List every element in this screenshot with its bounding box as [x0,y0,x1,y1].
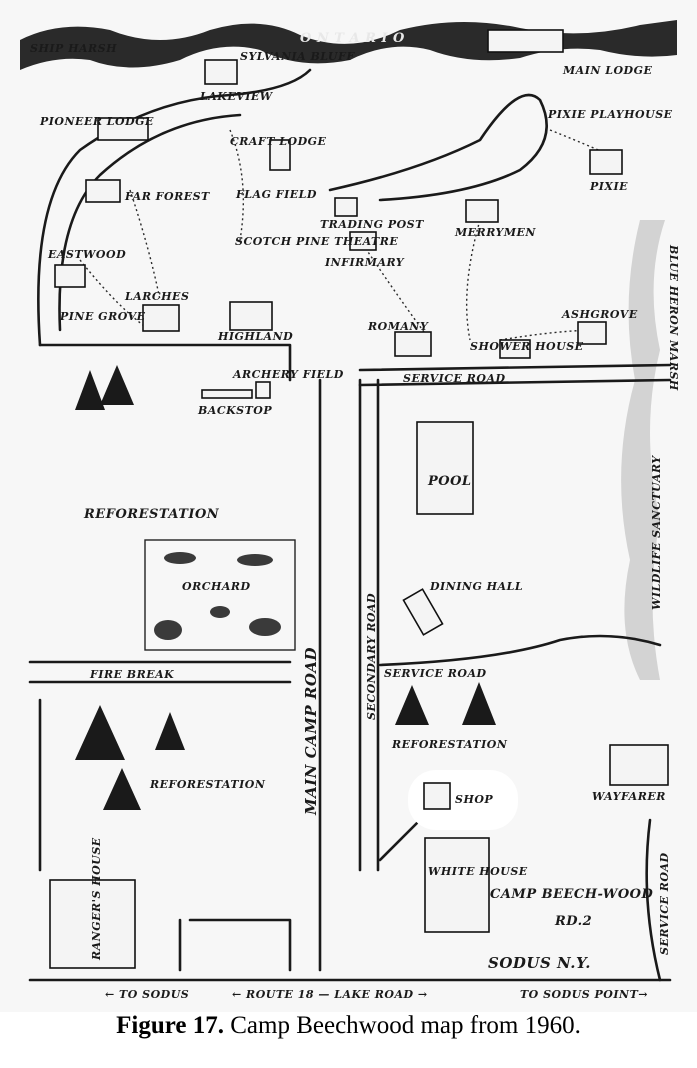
wildlife-scrub [621,220,665,680]
archery-field-marker [255,381,271,399]
merrymen-cabin [465,199,499,223]
route18-label: ← ROUTE 18 — LAKE ROAD → [232,988,428,1001]
reforestation-label-3: REFORESTATION [149,778,266,791]
dining-hall-building [402,588,444,636]
main-lodge-building [487,29,564,53]
pixie-cabin [589,149,623,175]
pixie-label: PIXIE [589,180,628,193]
dining-hall-label: DINING HALL [429,580,523,593]
highland-label: HIGHLAND [217,330,293,343]
sylvania-bluff-label: SYLVANIA BLUFF [240,50,355,63]
white-house-building [424,837,490,933]
orchard-scrub [154,552,281,640]
wildlife-sanctuary-label: WILDLIFE SANCTUARY [650,455,663,610]
pioneer-lodge-building [97,117,149,141]
backstop-marker [201,389,253,399]
secondary-road-label: SECONDARY ROAD [365,593,378,720]
rangers-house-label: RANGER'S HOUSE [90,837,103,961]
ashgrove-label: ASHGROVE [561,308,638,321]
eastwood-cabin [54,264,86,288]
scotch-pine-theatre-label: SCOTCH PINE THEATRE [235,235,398,248]
far-forest-cabin [85,179,121,203]
service-road-top-label: SERVICE ROAD [403,372,506,385]
orchard-label: ORCHARD [182,580,251,593]
figure-caption: Figure 17. Camp Beechwood map from 1960. [0,1012,697,1040]
camp-beechwood-label: CAMP BEECH-WOOD [490,887,653,902]
white-house-label: WHITE HOUSE [428,865,528,878]
main-camp-road-label: MAIN CAMP ROAD [302,647,320,816]
backstop-label: BACKSTOP [197,404,272,417]
lake-label: O N T A R I O [300,31,405,46]
shower-house-building [499,339,531,359]
highland-cabin [229,301,273,331]
ship-harsh-label: SHIP HARSH [30,42,117,55]
pine-grove-label: PINE GROVE [59,310,146,323]
eastwood-label: EASTWOOD [47,248,126,261]
wayfarer-label: WAYFARER [592,790,666,803]
romany-cabin [394,331,432,357]
map-labels: SHIP HARSH SYLVANIA BLUFF MAIN LODGE PIO… [30,42,680,1001]
flag-field-label: FLAG FIELD [235,188,317,201]
ashgrove-cabin [577,321,607,345]
craft-lodge-building [269,139,291,171]
romany-label: ROMANY [367,320,429,333]
to-sodus-point-label: TO SODUS POINT→ [520,988,648,1001]
orchard-area [144,539,296,651]
pool-building [416,421,474,515]
service-road-mid-label: SERVICE ROAD [384,667,487,680]
wayfarer-cabin [609,744,669,786]
merrymen-label: MERRYMEN [454,226,536,239]
trading-post-label: TRADING POST [320,218,424,231]
pool-label: POOL [427,474,472,489]
larches-cabin [142,304,180,332]
buildings [49,29,669,969]
trading-post-building [334,197,358,217]
rangers-house-building [49,879,136,969]
lakeview-label: LAKEVIEW [199,90,274,103]
craft-lodge-label: CRAFT LODGE [230,135,327,148]
larches-label: LARCHES [124,290,189,303]
infirmary-label: INFIRMARY [324,256,405,269]
figure-number: Figure 17. [116,1012,224,1039]
service-road-right-label: SERVICE ROAD [658,852,671,955]
caption-text: Camp Beechwood map from 1960. [224,1012,581,1039]
shop-label: SHOP [455,793,493,806]
infirmary-building [349,231,377,251]
far-forest-label: FAR FOREST [124,190,210,203]
camp-map: O N T A R I O [20,20,680,1001]
rd2-label: RD.2 [554,914,592,929]
to-sodus-label: ← TO SODUS [105,988,189,1001]
reforestation-label-2: REFORESTATION [391,738,508,751]
trees [75,365,496,810]
shop-building [423,782,451,810]
fire-break-label: FIRE BREAK [89,668,174,681]
lakeview-cabin [204,59,238,85]
blue-heron-marsh-label: BLUE HERON MARSH [667,244,680,391]
archery-field-label: ARCHERY FIELD [232,368,344,381]
pioneer-lodge-label: PIONEER LODGE [39,115,154,128]
sodus-ny-label: SODUS N.Y. [488,954,591,972]
reforestation-label-1: REFORESTATION [83,507,220,522]
shower-house-label: SHOWER HOUSE [470,340,584,353]
main-lodge-label: MAIN LODGE [562,64,652,77]
pixie-playhouse-label: PIXIE PLAYHOUSE [547,108,673,121]
